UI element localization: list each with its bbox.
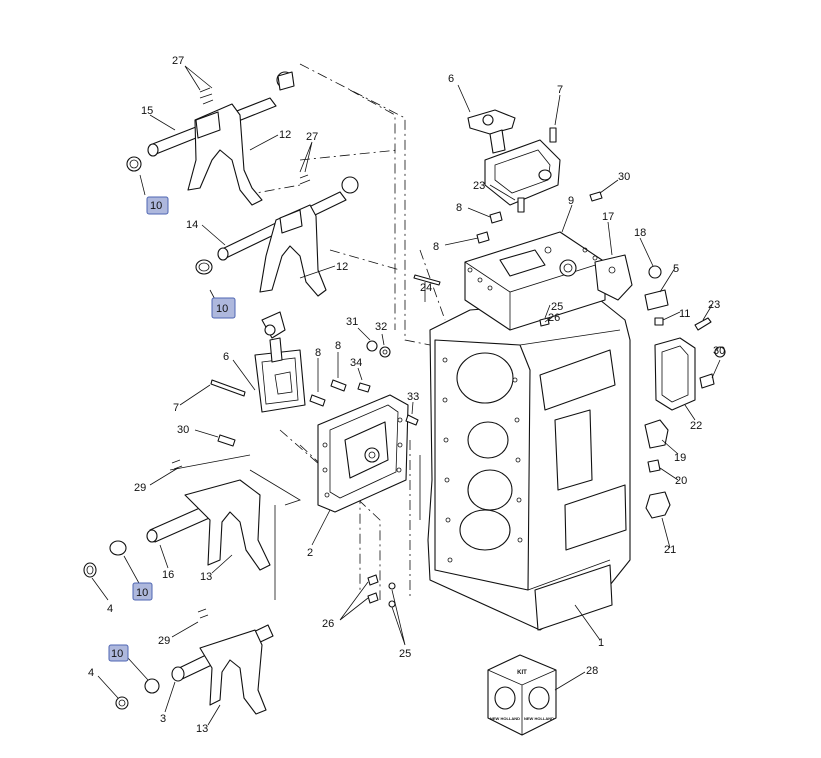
callout-10-label: 10 xyxy=(136,587,148,599)
callout-25: 25 xyxy=(399,648,411,660)
callout-labels: 27 15 12 27 10 14 12 10 6 7 8 8 31 32 34… xyxy=(88,55,725,735)
callout-22: 22 xyxy=(690,420,702,432)
right-side-parts xyxy=(413,191,726,519)
callout-1: 1 xyxy=(598,637,604,649)
callout-8: 8 xyxy=(433,241,439,253)
callout-33: 33 xyxy=(407,391,419,403)
kit-label: KIT xyxy=(517,670,527,676)
callout-25: 25 xyxy=(551,301,563,313)
selector-housing-top xyxy=(467,109,561,213)
callout-8: 8 xyxy=(315,347,321,359)
kit-box: KIT NEW HOLLAND NEW HOLLAND xyxy=(487,654,557,736)
callout-10-highlighted[interactable]: 10 xyxy=(211,297,236,319)
callout-13: 13 xyxy=(196,723,208,735)
bolts-left xyxy=(210,340,419,447)
shift-fork-assembly-middle xyxy=(195,174,359,297)
kit-brand-left: NEW HOLLAND xyxy=(490,716,520,721)
transmission-housing xyxy=(427,231,631,631)
callout-2: 2 xyxy=(307,547,313,559)
callout-9: 9 xyxy=(568,195,574,207)
dowel-pins xyxy=(367,574,396,608)
callout-18: 18 xyxy=(634,227,646,239)
callout-29: 29 xyxy=(158,635,170,647)
callout-28: 28 xyxy=(586,665,598,677)
callout-5: 5 xyxy=(673,263,679,275)
callout-23: 23 xyxy=(473,180,485,192)
selector-housing-left xyxy=(254,311,306,413)
callout-17: 17 xyxy=(602,211,614,223)
callout-7: 7 xyxy=(173,402,179,414)
callout-10-highlighted[interactable]: 10 xyxy=(132,582,153,601)
callout-26: 26 xyxy=(548,312,560,324)
callout-8: 8 xyxy=(335,340,341,352)
callout-6: 6 xyxy=(448,73,454,85)
callout-3: 3 xyxy=(160,713,166,725)
callout-26: 26 xyxy=(322,618,334,630)
callout-12: 12 xyxy=(336,261,348,273)
leader-lines xyxy=(91,65,721,726)
cover-plate xyxy=(317,394,409,513)
shift-fork-assembly-upper xyxy=(126,71,295,206)
callout-6: 6 xyxy=(223,351,229,363)
shift-fork-13-lower xyxy=(115,608,274,715)
callout-30: 30 xyxy=(177,424,189,436)
callout-12: 12 xyxy=(279,129,291,141)
callout-10-highlighted[interactable]: 10 xyxy=(108,644,129,662)
callout-30: 30 xyxy=(618,171,630,183)
callout-19: 19 xyxy=(674,452,686,464)
callout-16: 16 xyxy=(162,569,174,581)
callout-29: 29 xyxy=(134,482,146,494)
callout-4: 4 xyxy=(107,603,113,615)
callout-31: 31 xyxy=(346,316,358,328)
callout-23: 23 xyxy=(708,299,720,311)
callout-24: 24 xyxy=(420,282,432,294)
callout-30: 30 xyxy=(713,345,725,357)
callout-21: 21 xyxy=(664,544,676,556)
callout-15: 15 xyxy=(141,105,153,117)
callout-20: 20 xyxy=(675,475,687,487)
kit-brand-right: NEW HOLLAND xyxy=(524,716,554,721)
callout-34: 34 xyxy=(350,357,362,369)
callout-10-label: 10 xyxy=(216,303,228,315)
callout-10-label: 10 xyxy=(150,200,162,212)
callout-7: 7 xyxy=(557,84,563,96)
shift-fork-13-upper xyxy=(83,459,271,578)
callout-13: 13 xyxy=(200,571,212,583)
callout-32: 32 xyxy=(375,321,387,333)
callout-4: 4 xyxy=(88,667,94,679)
callout-27: 27 xyxy=(306,131,318,143)
callout-14: 14 xyxy=(186,219,198,231)
callout-10-highlighted[interactable]: 10 xyxy=(146,196,169,215)
callout-8: 8 xyxy=(456,202,462,214)
callout-27: 27 xyxy=(172,55,184,67)
callout-11: 11 xyxy=(679,308,690,320)
callout-10-label: 10 xyxy=(111,648,123,660)
